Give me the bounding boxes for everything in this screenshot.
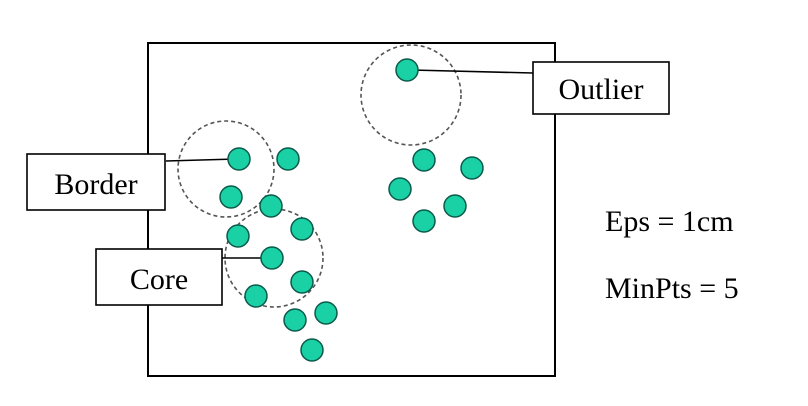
- point: [412, 209, 436, 233]
- points: [219, 58, 484, 362]
- point: [443, 194, 467, 218]
- point: [460, 156, 484, 180]
- point: [388, 177, 412, 201]
- point: [290, 270, 314, 294]
- point-outlier: [395, 58, 419, 82]
- outlier-label-box: [532, 61, 670, 115]
- point: [244, 284, 268, 308]
- outlier-neighborhood: [360, 44, 462, 146]
- core-label: Core: [130, 263, 188, 296]
- outlier-label: Outlier: [559, 73, 644, 106]
- point-border: [227, 147, 251, 171]
- point: [283, 308, 307, 332]
- point-core: [260, 246, 284, 270]
- point: [290, 217, 314, 241]
- minpts-param: MinPts = 5: [605, 272, 739, 305]
- point: [314, 301, 338, 325]
- outlier-leader: [410, 69, 534, 74]
- point: [226, 224, 250, 248]
- core-neighborhood: [224, 208, 324, 308]
- point: [219, 185, 243, 209]
- region-box: [147, 42, 556, 377]
- eps-param: Eps = 1cm: [605, 205, 734, 238]
- border-label: Border: [54, 168, 137, 201]
- border-label-box: [26, 153, 166, 211]
- point: [259, 194, 283, 218]
- core-label-box: [95, 248, 223, 306]
- point: [276, 147, 300, 171]
- border-neighborhood: [177, 120, 275, 218]
- point: [412, 148, 436, 172]
- border-leader: [165, 158, 237, 162]
- point: [300, 338, 324, 362]
